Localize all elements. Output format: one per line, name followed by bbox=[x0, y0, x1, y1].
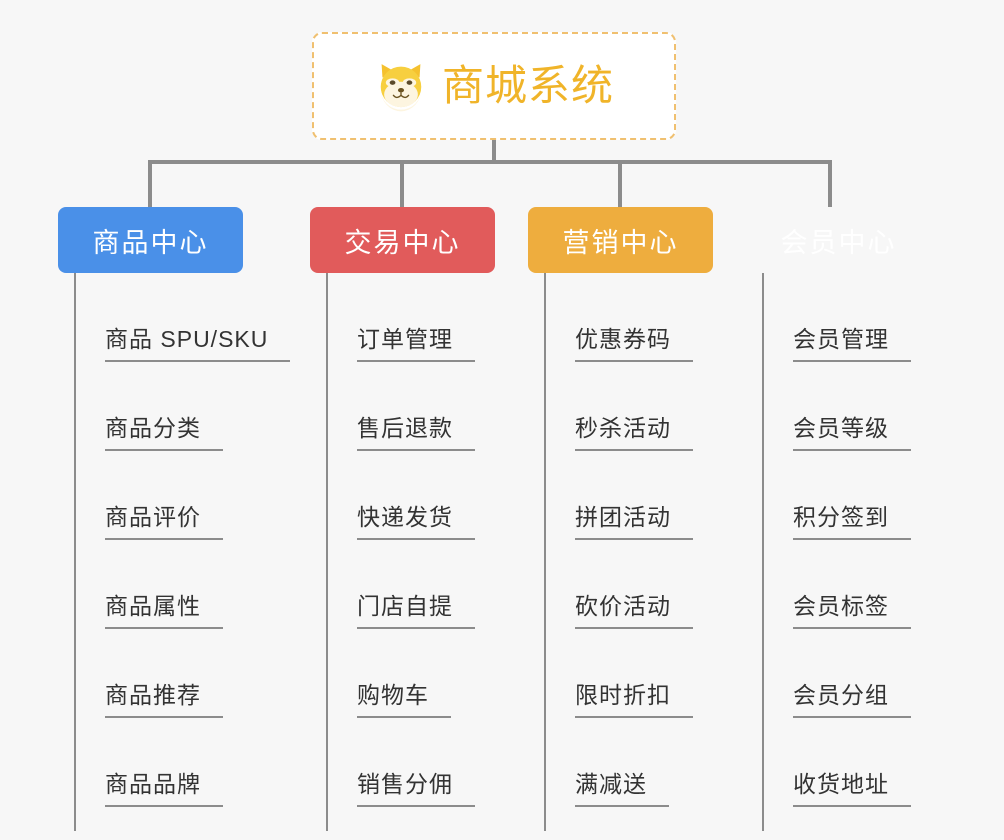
branch-header-label: 商品中心 bbox=[92, 227, 209, 258]
root-node-shop-system[interactable]: 商城系统 bbox=[312, 32, 676, 140]
branch-header-trade-center[interactable]: 交易中心 bbox=[310, 207, 495, 273]
list-item-label: 收货地址 bbox=[793, 765, 911, 807]
connector-drop-branch-4 bbox=[828, 160, 832, 207]
list-item[interactable]: 满减送 bbox=[528, 718, 713, 807]
root-node-label: 商城系统 bbox=[441, 62, 614, 109]
branch-header-member-center[interactable]: 会员中心 bbox=[746, 207, 931, 273]
list-item[interactable]: 销售分佣 bbox=[310, 718, 495, 807]
list-item-label: 商品评价 bbox=[105, 498, 223, 540]
list-item-label: 售后退款 bbox=[357, 409, 475, 451]
connector-drop-branch-1 bbox=[148, 160, 152, 207]
list-item-label: 会员分组 bbox=[793, 676, 911, 718]
list-item[interactable]: 快递发货 bbox=[310, 451, 495, 540]
list-item[interactable]: 商品品牌 bbox=[58, 718, 243, 807]
list-item-label: 销售分佣 bbox=[357, 765, 475, 807]
list-item[interactable]: 会员分组 bbox=[746, 629, 931, 718]
list-item[interactable]: 会员标签 bbox=[746, 540, 931, 629]
branch-spine bbox=[762, 273, 764, 831]
branch-items-marketing-center: 优惠券码 秒杀活动 拼团活动 砍价活动 限时折扣 满减送 bbox=[528, 273, 713, 831]
branch-header-label: 营销中心 bbox=[562, 227, 679, 258]
list-item[interactable]: 积分签到 bbox=[746, 451, 931, 540]
connector-root-stem bbox=[492, 140, 496, 164]
list-item-label: 秒杀活动 bbox=[575, 409, 693, 451]
branch-column-product-center: 商品中心 商品 SPU/SKU 商品分类 商品评价 商品属性 商品推荐 商品品牌 bbox=[58, 207, 291, 831]
list-item[interactable]: 商品分类 bbox=[58, 362, 243, 451]
list-item-label: 购物车 bbox=[357, 676, 451, 718]
list-item-label: 商品品牌 bbox=[105, 765, 223, 807]
list-item-label: 商品属性 bbox=[105, 587, 223, 629]
list-item-label: 积分签到 bbox=[793, 498, 911, 540]
list-item-label: 商品推荐 bbox=[105, 676, 223, 718]
list-item[interactable]: 拼团活动 bbox=[528, 451, 713, 540]
list-item[interactable]: 限时折扣 bbox=[528, 629, 713, 718]
list-item-label: 限时折扣 bbox=[575, 676, 693, 718]
connector-drop-branch-2 bbox=[400, 160, 404, 207]
branch-spine bbox=[74, 273, 76, 831]
branch-column-trade-center: 交易中心 订单管理 售后退款 快递发货 门店自提 购物车 销售分佣 bbox=[310, 207, 495, 831]
list-item[interactable]: 会员等级 bbox=[746, 362, 931, 451]
list-item[interactable]: 商品推荐 bbox=[58, 629, 243, 718]
branch-header-marketing-center[interactable]: 营销中心 bbox=[528, 207, 713, 273]
branch-items-product-center: 商品 SPU/SKU 商品分类 商品评价 商品属性 商品推荐 商品品牌 bbox=[58, 273, 291, 831]
list-item[interactable]: 砍价活动 bbox=[528, 540, 713, 629]
branch-column-marketing-center: 营销中心 优惠券码 秒杀活动 拼团活动 砍价活动 限时折扣 满减送 bbox=[528, 207, 713, 831]
list-item[interactable]: 收货地址 bbox=[746, 718, 931, 807]
list-item-label: 砍价活动 bbox=[575, 587, 693, 629]
branch-header-label: 交易中心 bbox=[344, 227, 461, 258]
list-item-label: 门店自提 bbox=[357, 587, 475, 629]
branch-spine bbox=[326, 273, 328, 831]
list-item-label: 订单管理 bbox=[357, 320, 475, 362]
list-item[interactable]: 会员管理 bbox=[746, 273, 931, 362]
list-item-label: 商品 SPU/SKU bbox=[105, 320, 291, 362]
list-item[interactable]: 购物车 bbox=[310, 629, 495, 718]
list-item-label: 快递发货 bbox=[357, 498, 475, 540]
list-item[interactable]: 秒杀活动 bbox=[528, 362, 713, 451]
connector-horizontal-bus bbox=[150, 160, 830, 164]
list-item[interactable]: 门店自提 bbox=[310, 540, 495, 629]
list-item-label: 商品分类 bbox=[105, 409, 223, 451]
list-item-label: 会员标签 bbox=[793, 587, 911, 629]
branch-column-member-center: 会员中心 会员管理 会员等级 积分签到 会员标签 会员分组 收货地址 bbox=[746, 207, 931, 831]
list-item-label: 会员等级 bbox=[793, 409, 911, 451]
list-item-label: 会员管理 bbox=[793, 320, 911, 362]
list-item[interactable]: 优惠券码 bbox=[528, 273, 713, 362]
list-item[interactable]: 商品评价 bbox=[58, 451, 243, 540]
list-item[interactable]: 商品 SPU/SKU bbox=[58, 273, 291, 362]
list-item-label: 满减送 bbox=[575, 765, 669, 807]
connector-drop-branch-3 bbox=[618, 160, 622, 207]
shiba-dog-face-icon bbox=[380, 64, 422, 112]
list-item-label: 拼团活动 bbox=[575, 498, 693, 540]
branch-header-label: 会员中心 bbox=[780, 227, 897, 258]
branch-items-member-center: 会员管理 会员等级 积分签到 会员标签 会员分组 收货地址 bbox=[746, 273, 931, 831]
list-item[interactable]: 订单管理 bbox=[310, 273, 495, 362]
branch-header-product-center[interactable]: 商品中心 bbox=[58, 207, 243, 273]
list-item[interactable]: 商品属性 bbox=[58, 540, 243, 629]
list-item[interactable]: 售后退款 bbox=[310, 362, 495, 451]
branch-spine bbox=[544, 273, 546, 831]
list-item-label: 优惠券码 bbox=[575, 320, 693, 362]
branch-items-trade-center: 订单管理 售后退款 快递发货 门店自提 购物车 销售分佣 bbox=[310, 273, 495, 831]
